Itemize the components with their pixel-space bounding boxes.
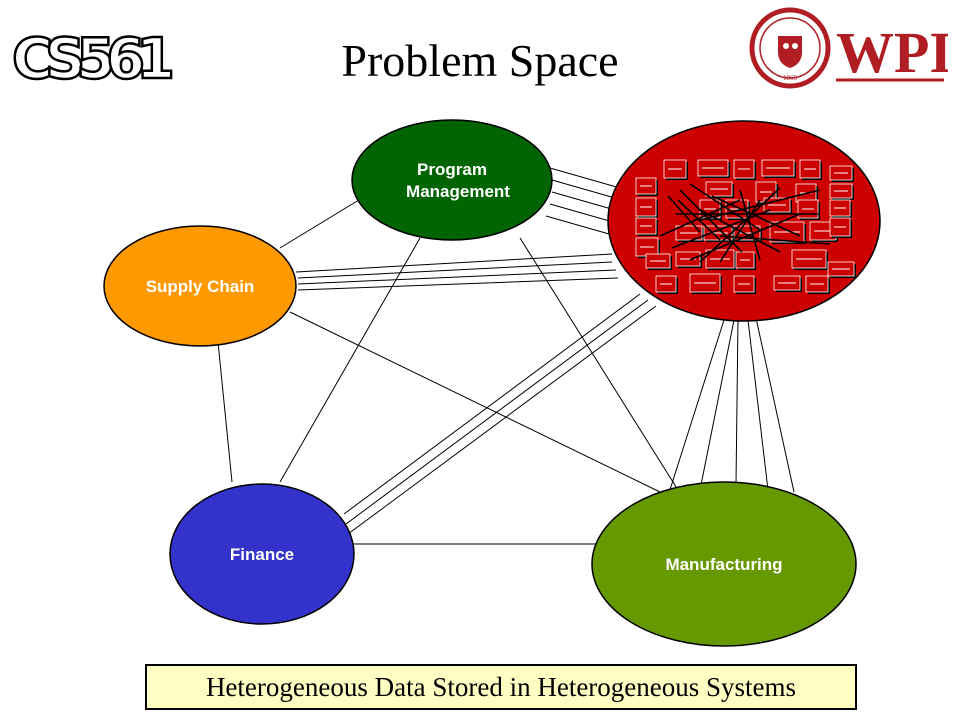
internal-wire	[719, 199, 761, 263]
finance-ellipse	[169, 483, 355, 625]
internal-wire	[699, 187, 781, 263]
connection-line	[545, 215, 617, 237]
node-supply-chain: Supply Chain	[103, 225, 297, 347]
finance-label: Finance	[230, 545, 294, 564]
course-logo-text: CS561	[12, 27, 176, 90]
internal-wire	[671, 209, 771, 249]
program-management-label: Management	[406, 182, 510, 201]
internal-wire	[677, 199, 721, 241]
wpi-logo: 1865 WPI	[749, 7, 948, 89]
connection-line	[279, 237, 421, 483]
connection-line	[667, 319, 725, 497]
connection-line	[297, 269, 617, 285]
internal-wire	[719, 235, 831, 245]
connection-line	[343, 293, 641, 515]
connection-line	[755, 317, 795, 493]
node-finance: Finance	[169, 483, 355, 625]
caption-box: Heterogeneous Data Stored in Heterogeneo…	[145, 664, 857, 710]
wpi-seal-year: 1865	[783, 74, 798, 82]
internal-wire	[689, 213, 801, 261]
manufacturing-label: Manufacturing	[665, 555, 782, 574]
supply-chain-ellipse	[103, 225, 297, 347]
connection-line	[297, 261, 613, 279]
connection-line	[747, 319, 769, 491]
course-logo: CS561	[11, 26, 177, 90]
internal-wire	[679, 189, 743, 253]
node-manufacturing: Manufacturing	[591, 481, 857, 647]
connection-line	[549, 167, 621, 189]
connection-line	[699, 319, 735, 491]
manufacturing-ellipse	[591, 481, 857, 647]
connection-line	[289, 311, 661, 493]
internal-wire	[699, 189, 821, 221]
internal-wire	[739, 189, 761, 261]
connection-line	[735, 319, 739, 485]
connection-line	[217, 341, 233, 483]
slide-title: Problem Space	[341, 35, 619, 86]
supply-chain-label: Supply Chain	[146, 277, 255, 296]
program-management-label: Program	[417, 160, 487, 179]
connection-line	[551, 179, 623, 201]
connection-line	[347, 305, 657, 535]
connection-line	[345, 299, 649, 525]
node-complex-system	[607, 120, 881, 322]
connection-line	[519, 237, 679, 491]
internal-architecture	[635, 159, 856, 294]
connection-line	[279, 191, 373, 249]
wpi-letters: WPI	[836, 20, 948, 85]
internal-wire	[659, 199, 741, 237]
connection-lines	[217, 167, 795, 545]
connection-line	[295, 253, 613, 273]
connection-line	[297, 277, 619, 291]
program-management-ellipse	[351, 119, 553, 241]
